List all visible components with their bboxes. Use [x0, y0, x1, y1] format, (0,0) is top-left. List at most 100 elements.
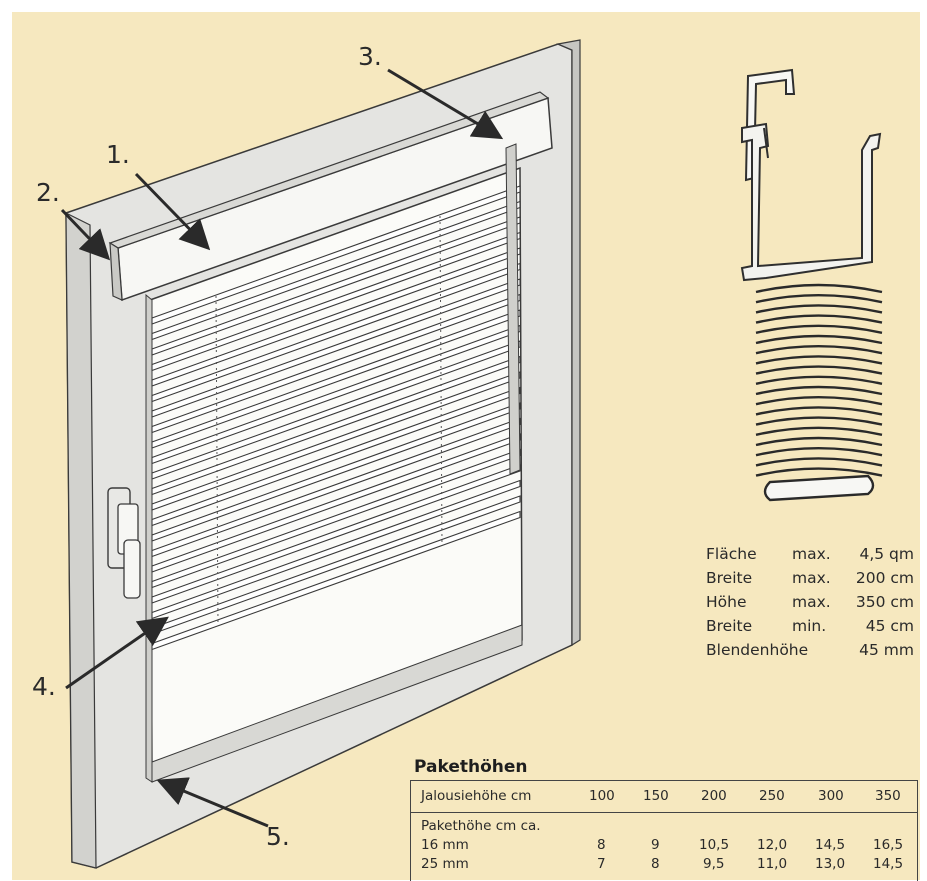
stack-slat [755, 375, 883, 385]
blind-slat [151, 309, 521, 449]
stack-slat [755, 355, 883, 365]
blind-slat [151, 340, 521, 480]
stack-slat [755, 447, 883, 457]
spec-row: Fläche max. 4,5 qm [706, 545, 916, 569]
column-header: 200 [701, 788, 727, 804]
ladder-cord [439, 215, 443, 547]
stack-slat [755, 283, 883, 294]
blind-slat [151, 479, 521, 620]
table-cell: 14,5 [873, 856, 904, 872]
stack-slat [755, 396, 883, 406]
table-header-label: Jalousiehöhe cm [421, 788, 532, 804]
spec-label: Blendenhöhe [706, 641, 809, 659]
column-header: 100 [589, 788, 615, 804]
blind-slat [151, 464, 521, 604]
column-header: 350 [875, 788, 901, 804]
column-header: 300 [818, 788, 844, 804]
table-cell: 16,5 [873, 837, 904, 853]
spec-value: 45 mm [859, 641, 914, 659]
blind-slat [151, 278, 521, 418]
side-guide-rail [505, 143, 521, 475]
table-cell: 10,5 [699, 837, 730, 853]
table-cell: 13,0 [815, 856, 846, 872]
blind-slat [151, 355, 521, 496]
spec-qualifier: max. [792, 545, 831, 563]
spec-label: Breite [706, 617, 753, 635]
stack-slat [755, 426, 883, 436]
blind-slat [151, 185, 521, 325]
blind-slat [151, 200, 521, 341]
arrow-5 [156, 777, 269, 828]
arrow-2 [60, 208, 111, 261]
blind-slat [151, 324, 521, 465]
arrow-4 [65, 616, 169, 690]
stack-slat [755, 365, 883, 375]
spec-qualifier: max. [792, 593, 831, 611]
ladder-cord [215, 295, 219, 627]
blind-slat [151, 247, 521, 387]
spec-value: 4,5 qm [859, 545, 914, 563]
table-cell: 12,0 [757, 837, 788, 853]
package-heights-title: Pakethöhen [414, 757, 528, 777]
blind-slat [151, 231, 521, 372]
stack-slat [755, 324, 883, 334]
column-header: 250 [759, 788, 785, 804]
bottom-rail-profile [763, 474, 875, 502]
spec-value: 200 cm [855, 569, 914, 587]
spec-row: Breite max. 200 cm [706, 569, 916, 593]
arrow-1 [134, 172, 211, 251]
blind-slat [151, 371, 521, 511]
head-rail-endcap-left [109, 241, 123, 301]
blind-slat [151, 417, 521, 558]
table-cell: 14,5 [815, 837, 846, 853]
spec-value: 45 cm [865, 617, 914, 635]
stack-slat [755, 334, 883, 345]
blind-slat [151, 402, 521, 542]
blind-slat [151, 510, 521, 651]
table-cell: 7 [597, 856, 606, 872]
stack-slat [755, 294, 883, 304]
column-header: 150 [643, 788, 669, 804]
spec-label: Breite [706, 569, 753, 587]
frame-depth [555, 39, 581, 647]
stack-slat [755, 385, 883, 396]
spec-value: 350 cm [855, 593, 914, 611]
window-handle-icon [107, 487, 141, 599]
row-label: 25 mm [421, 856, 469, 872]
callout-2: 2. [36, 178, 60, 207]
stack-slat [755, 406, 883, 416]
package-heights-table: Jalousiehöhe cm 100 150 200 250 300 350 … [410, 780, 918, 881]
blind-slat [151, 293, 521, 434]
callout-5: 5. [266, 822, 290, 851]
callout-1: 1. [106, 140, 130, 169]
stack-slat [755, 467, 883, 477]
table-cell: 8 [651, 856, 660, 872]
spec-row: Breite min. 45 cm [706, 617, 916, 641]
inner-reveal [145, 293, 153, 783]
spec-qualifier: min. [792, 617, 827, 635]
blind-slat [151, 386, 521, 527]
stack-slat [755, 436, 883, 447]
row-label: 16 mm [421, 837, 469, 853]
callout-3: 3. [358, 42, 382, 71]
table-cell: 11,0 [757, 856, 788, 872]
callout-4: 4. [32, 672, 56, 701]
head-rail-profile-icon [740, 68, 882, 282]
blind-slats [151, 185, 521, 651]
table-divider [411, 812, 917, 813]
slat-stack-icon [755, 283, 883, 477]
frame-left-edge [65, 212, 97, 869]
arrow-3 [387, 68, 504, 140]
table-subheader: Pakethöhe cm ca. [421, 818, 541, 834]
specifications-list: Fläche max. 4,5 qm Breite max. 200 cm Hö… [706, 545, 916, 665]
table-cell: 9 [651, 837, 660, 853]
table-cell: 9,5 [703, 856, 725, 872]
spec-row: Höhe max. 350 cm [706, 593, 916, 617]
spec-row: Blendenhöhe 45 mm [706, 641, 916, 665]
stack-slat [755, 304, 883, 314]
stack-slat [755, 345, 883, 355]
spec-qualifier: max. [792, 569, 831, 587]
stack-slat [755, 314, 883, 324]
